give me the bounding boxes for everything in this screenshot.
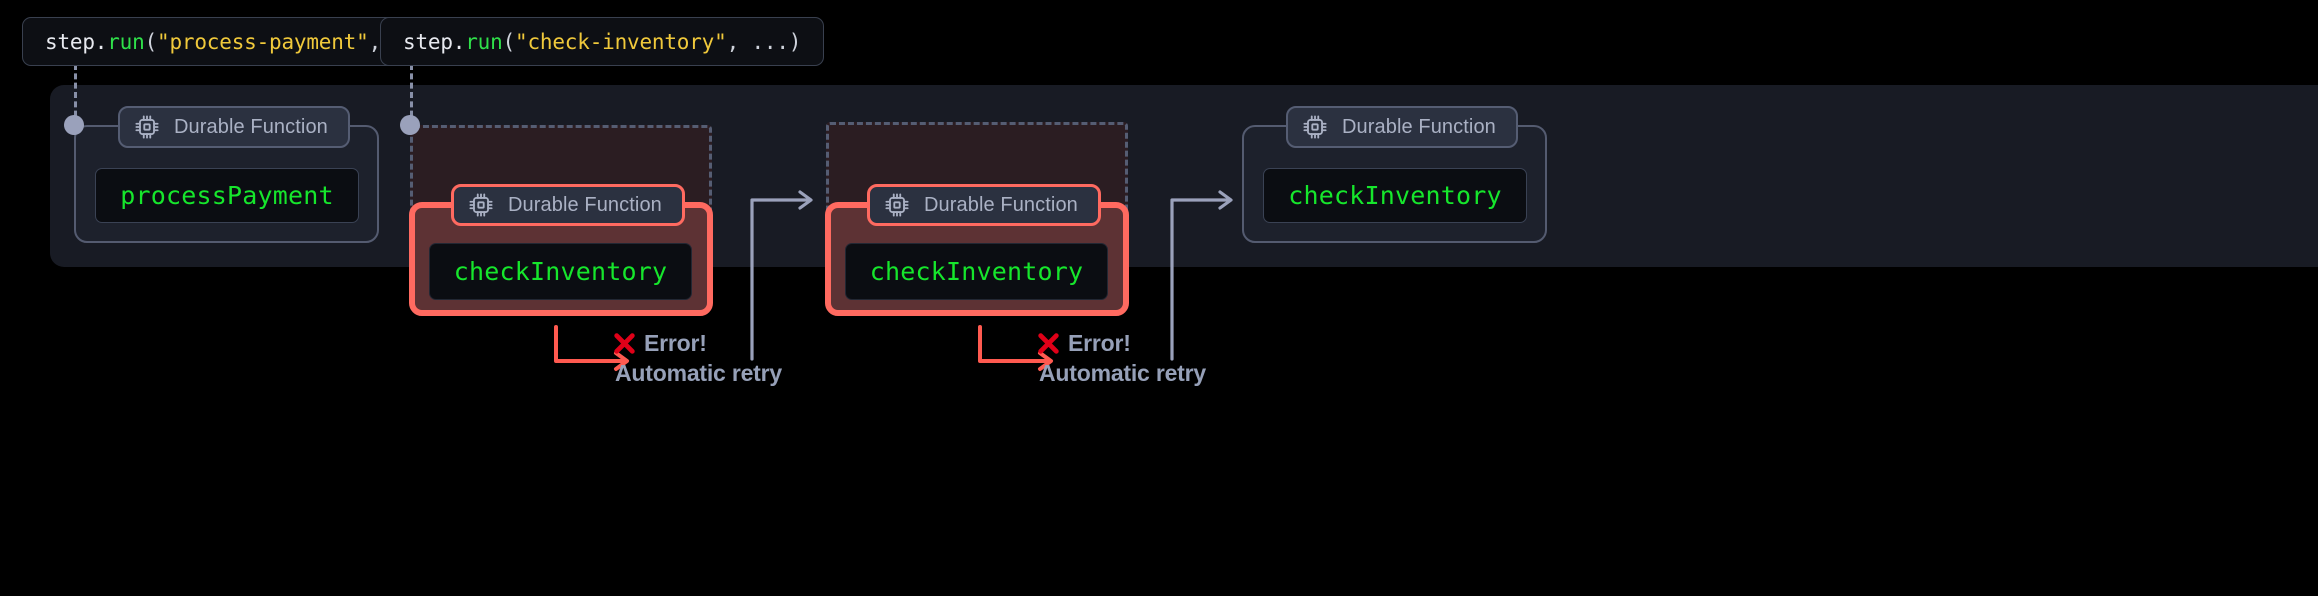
code-token-argument: "process-payment" [157,29,369,54]
code-label-check-inventory: step.run("check-inventory", ...) [380,17,825,66]
code-token-argument: "check-inventory" [515,29,727,54]
error-title: Error! [644,330,707,356]
error-subtitle: Automatic retry [1039,360,1206,386]
code-token-open-paren: ( [144,29,158,54]
flow-arrow-gray-1 [750,190,813,361]
badge-label: Durable Function [924,193,1078,216]
code-token-object: step [403,29,453,54]
badge-durable-function-attempt-2: Durable Function [867,184,1101,226]
code-token-method: run [465,29,503,54]
x-mark-icon [1036,331,1061,356]
error-subtitle: Automatic retry [615,360,782,386]
code-token-dot: . [452,29,466,54]
code-token-open-paren: ( [502,29,516,54]
code-box-check-inventory-attempt-1: checkInventory [429,243,692,300]
anchor-dot-process-payment [64,115,84,135]
badge-durable-function-success: Durable Function [1286,106,1518,148]
code-token-dot: . [94,29,108,54]
error-annotation-1: Error! Automatic retry [612,330,782,387]
retry-arrow-red-1 [554,325,629,371]
code-token-method: run [107,29,145,54]
code-token-object: step [45,29,95,54]
code-box-process-payment: processPayment [95,168,359,223]
cpu-chip-icon [884,192,910,218]
badge-label: Durable Function [508,193,662,216]
retry-arrow-red-2 [978,325,1053,371]
code-token-rest: , ...) [726,29,802,54]
anchor-dot-check-inventory [400,115,420,135]
cpu-chip-icon [468,192,494,218]
code-box-check-inventory-success: checkInventory [1263,168,1527,223]
error-title: Error! [1068,330,1131,356]
x-mark-icon [612,331,637,356]
code-box-check-inventory-attempt-2: checkInventory [845,243,1108,300]
badge-label: Durable Function [1342,115,1496,138]
badge-durable-function-process-payment: Durable Function [118,106,350,148]
cpu-chip-icon [134,114,160,140]
dropper-line-process-payment [74,64,77,126]
cpu-chip-icon [1302,114,1328,140]
error-annotation-2: Error! Automatic retry [1036,330,1206,387]
badge-label: Durable Function [174,115,328,138]
dropper-line-check-inventory [410,64,413,126]
badge-durable-function-attempt-1: Durable Function [451,184,685,226]
flow-arrow-gray-2 [1170,190,1233,361]
